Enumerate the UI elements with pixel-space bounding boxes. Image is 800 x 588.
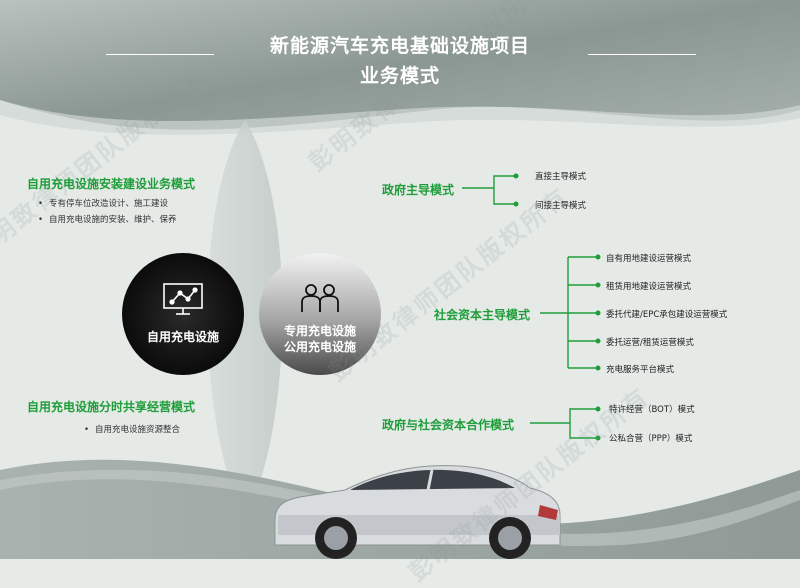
presentation-board-icon (163, 283, 203, 315)
car-illustration (274, 465, 561, 559)
public-facility-label-line2: 公用充电设施 (283, 340, 356, 354)
gov-tree-connectors (462, 175, 516, 205)
left-section1-bullet: 自用充电设施的安装、维护、保养 (38, 213, 177, 225)
ppp-item: 公私合营（PPP）模式 (609, 434, 693, 444)
social-capital-item: 租赁用地建设运营模式 (606, 282, 692, 292)
ppp-title: 政府与社会资本合作模式 (382, 418, 515, 432)
title-rule-left (106, 54, 214, 55)
gov-lead-title: 政府主导模式 (382, 183, 455, 197)
page-title-line2: 业务模式 (359, 65, 440, 87)
social-capital-item: 委托代建/EPC承包建设运营模式 (606, 310, 728, 320)
title-rule-right (588, 54, 696, 55)
left-section2-bullet: 自用充电设施资源整合 (84, 423, 180, 435)
people-icon (301, 284, 339, 312)
background (0, 0, 800, 559)
social-capital-item: 充电服务平台模式 (606, 365, 675, 375)
left-section2-title: 自用充电设施分时共享经营模式 (27, 400, 196, 414)
social-capital-item: 委托运营/租赁运营模式 (606, 338, 694, 348)
social-capital-item: 自有用地建设运营模式 (606, 254, 692, 264)
ppp-item: 特许经营（BOT）模式 (609, 405, 695, 415)
left-section1-bullet: 专有停车位改造设计、施工建设 (38, 197, 168, 209)
gov-lead-item: 间接主导模式 (535, 201, 587, 211)
social-capital-title: 社会资本主导模式 (434, 308, 531, 322)
social-tree-connectors (540, 256, 598, 369)
private-facility-label: 自用充电设施 (146, 330, 219, 344)
page-title-line1: 新能源汽车充电基础设施项目 (269, 35, 530, 57)
ppp-tree-connectors (530, 408, 598, 439)
grey-circle (259, 253, 381, 375)
left-section1-title: 自用充电设施安装建设业务模式 (27, 177, 196, 191)
public-facility-label-line1: 专用充电设施 (283, 324, 356, 338)
gov-lead-item: 直接主导模式 (535, 172, 587, 182)
